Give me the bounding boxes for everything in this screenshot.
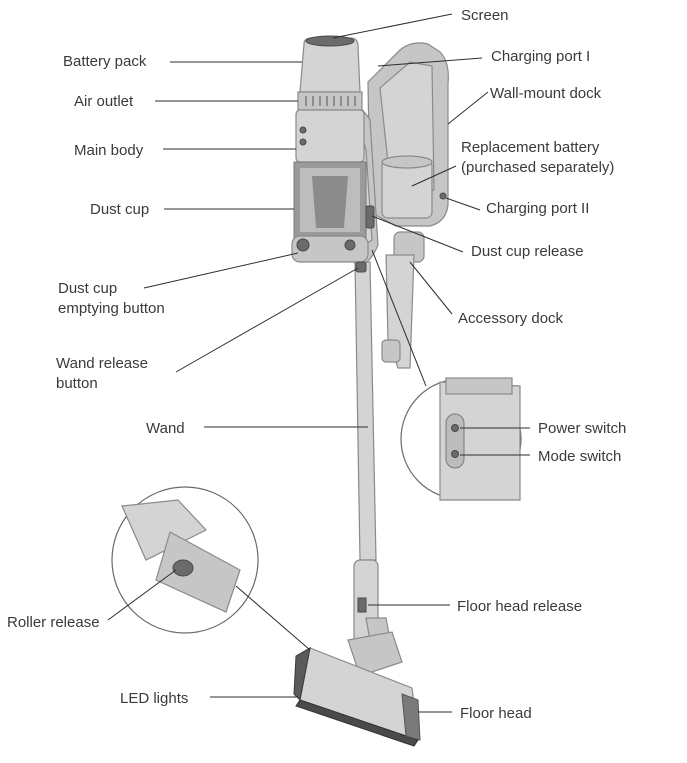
label-led-lights: LED lights (120, 690, 188, 707)
switch-zoom-callout (371, 249, 522, 501)
battery-pack (299, 35, 361, 93)
label-floor-head-release: Floor head release (457, 598, 582, 615)
leader-lines (107, 13, 530, 713)
label-screen: Screen (461, 7, 509, 24)
vacuum-illustration (111, 35, 522, 747)
floor-head (293, 631, 421, 747)
label-battery-pack: Battery pack (63, 53, 147, 70)
label-dust-cup-release: Dust cup release (471, 243, 584, 260)
label-floor-head: Floor head (460, 705, 532, 722)
label-roller-release: Roller release (7, 614, 100, 631)
air-outlet (297, 91, 363, 111)
label-wand: Wand (146, 420, 185, 437)
roller-zoom-callout (111, 486, 311, 651)
power-button-dot (299, 126, 307, 134)
dust-cup-release-button (365, 205, 375, 229)
label-wand-release-line2: button (56, 375, 98, 392)
label-main-body: Main body (74, 142, 144, 159)
label-power-switch: Power switch (538, 420, 626, 437)
accessory-dock (381, 231, 425, 369)
label-replacement-battery-line2: (purchased separately) (461, 159, 614, 176)
wand-release-button (355, 261, 367, 273)
dust-cup (291, 161, 369, 263)
label-replacement-battery-line1: Replacement battery (461, 139, 600, 156)
callout-labels: Screen Battery pack Charging port I Air … (7, 7, 626, 722)
label-accessory-dock: Accessory dock (458, 310, 564, 327)
label-air-outlet: Air outlet (74, 93, 134, 110)
wand (353, 261, 393, 653)
mode-button-dot (299, 138, 307, 146)
label-mode-switch: Mode switch (538, 448, 621, 465)
motor-housing (295, 109, 365, 163)
label-dust-cup: Dust cup (90, 201, 149, 218)
replacement-battery (381, 155, 433, 219)
label-wall-mount-dock: Wall-mount dock (490, 85, 602, 102)
label-charging-port-1: Charging port I (491, 48, 590, 65)
label-dust-cup-emptying-line2: emptying button (58, 300, 165, 317)
label-wand-release-line1: Wand release (56, 355, 148, 372)
label-dust-cup-emptying-line1: Dust cup (58, 280, 117, 297)
label-charging-port-2: Charging port II (486, 200, 589, 217)
